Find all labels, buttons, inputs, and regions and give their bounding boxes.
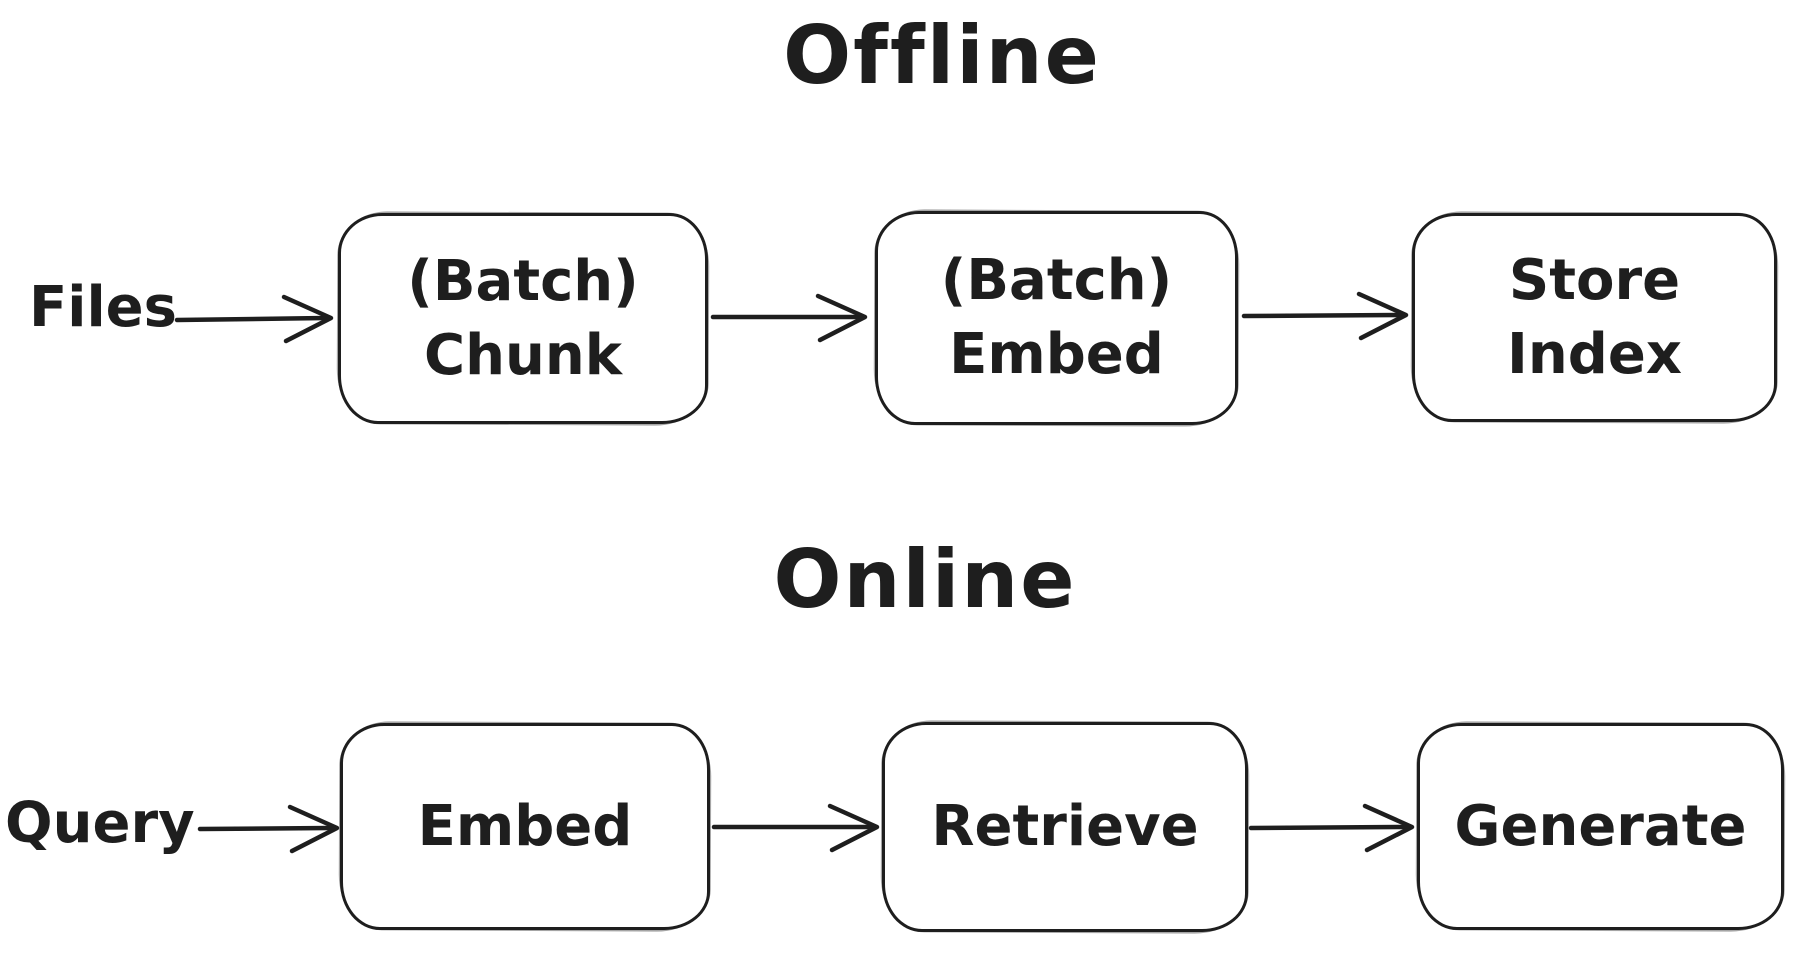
node-generate: Generate <box>1417 723 1784 930</box>
node-retrieve: Retrieve <box>882 722 1248 932</box>
arrow-embed-to-retrieve <box>711 803 880 853</box>
node-store-index: Store Index <box>1412 213 1777 422</box>
arrow-files-to-batch-chunk <box>174 294 334 344</box>
arrow-query-to-embed <box>197 804 340 854</box>
query-input-label: Query <box>5 791 195 856</box>
online-section-title: Online <box>773 533 1077 626</box>
node-batch-chunk: (Batch) Chunk <box>338 213 708 424</box>
offline-section-title: Offline <box>783 9 1101 102</box>
arrow-retrieve-to-generate <box>1248 803 1415 853</box>
files-input-label: Files <box>29 275 177 340</box>
node-batch-embed: (Batch) Embed <box>875 211 1238 425</box>
arrow-batch-chunk-to-batch-embed <box>710 293 868 343</box>
arrow-batch-embed-to-store-index <box>1241 291 1409 341</box>
node-embed: Embed <box>340 723 710 930</box>
